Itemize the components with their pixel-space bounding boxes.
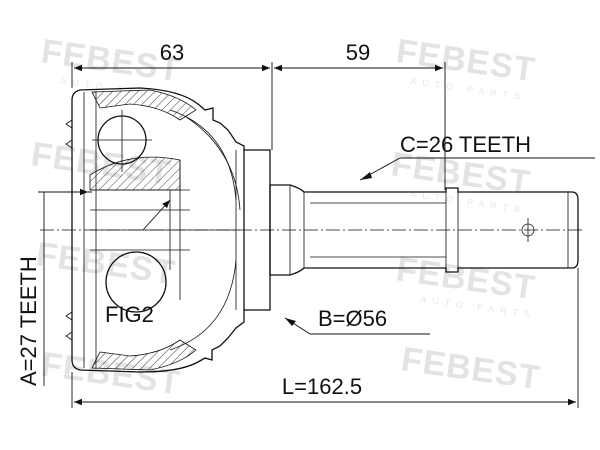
dimension-59: 59	[274, 40, 446, 190]
hatched-region	[91, 89, 197, 121]
teeth-a-callout: A=27 TEETH	[16, 188, 92, 386]
ball-bearing-upper	[92, 110, 152, 172]
outer-housing	[65, 87, 271, 373]
watermark-text: FEBEST	[394, 250, 538, 307]
teeth-c-label: C=26 TEETH	[400, 132, 531, 157]
ball-bearing-lower	[105, 251, 167, 313]
total-length-label: L=162.5	[282, 374, 362, 399]
watermark-text: FEBEST	[399, 340, 543, 397]
hatched-region	[91, 339, 197, 371]
watermark-group: FEBEST AUTO PARTS FEBEST AUTO PARTS FEBE…	[29, 32, 543, 402]
diameter-b-label: B=Ø56	[318, 306, 387, 331]
teeth-a-label: A=27 TEETH	[16, 256, 41, 386]
fig2-callout: FIG2	[105, 199, 171, 327]
teeth-c-callout: C=26 TEETH	[359, 132, 595, 181]
dimension-63: 63	[71, 40, 273, 150]
fig2-label: FIG2	[105, 302, 154, 327]
dimension-total-length: L=162.5	[71, 268, 579, 408]
diameter-b-callout: B=Ø56	[284, 306, 430, 335]
dimension-59-label: 59	[346, 40, 370, 65]
dimension-63-label: 63	[160, 40, 184, 65]
